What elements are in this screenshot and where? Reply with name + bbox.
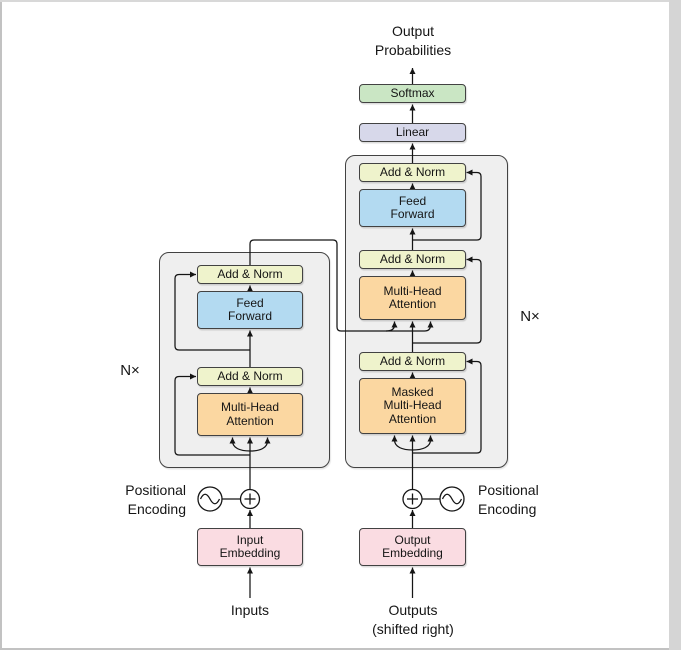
page-border-left <box>0 0 2 650</box>
add-norm-label: Add & Norm <box>217 368 283 383</box>
feed-forward-label: Forward <box>390 207 435 221</box>
sine-wave-icon-right <box>439 486 465 512</box>
encoder-add-norm-bottom-box: Add & Norm <box>197 367 303 386</box>
add-norm-label: Add & Norm <box>217 266 283 281</box>
decoder-multi-head-attention-box: Multi-Head Attention <box>359 276 466 320</box>
softmax-label: Softmax <box>390 85 435 100</box>
encoder-repeat-label: N× <box>120 362 140 379</box>
add-norm-label: Add & Norm <box>379 251 446 266</box>
masked-attention-label: Masked <box>391 384 434 399</box>
plus-circle-icon-right <box>402 488 423 510</box>
add-norm-label: Add & Norm <box>379 353 446 368</box>
attention-label: Attention <box>388 297 437 311</box>
linear-box: Linear <box>359 123 466 142</box>
embedding-label: Input <box>236 532 264 547</box>
decoder-add-norm-bottom-box: Add & Norm <box>359 352 466 371</box>
outputs-line: (shifted right) <box>372 621 454 637</box>
feed-forward-label: Feed <box>236 295 264 310</box>
encoder-add-norm-top-box: Add & Norm <box>197 265 303 284</box>
input-embedding-box: Input Embedding <box>197 528 303 566</box>
softmax-box: Softmax <box>359 84 466 103</box>
outputs-line: Outputs <box>388 602 438 618</box>
add-norm-label: Add & Norm <box>379 164 446 179</box>
positional-encoding-right-label: Positional Encoding <box>478 481 608 519</box>
outputs-label: Outputs (shifted right) <box>333 601 493 639</box>
masked-attention-label: Multi-Head <box>383 398 442 413</box>
output-probabilities-label: Output Probabilities <box>333 22 493 60</box>
positional-encoding-line: Encoding <box>127 501 186 517</box>
positional-encoding-left-label: Positional Encoding <box>56 481 186 519</box>
positional-encoding-line: Encoding <box>478 501 537 517</box>
attention-label: Attention <box>226 413 274 428</box>
masked-attention-label: Attention <box>388 411 437 426</box>
feed-forward-label: Feed <box>398 193 427 208</box>
decoder-add-norm-mid-box: Add & Norm <box>359 250 466 269</box>
output-embedding-box: Output Embedding <box>359 528 466 566</box>
page-border-top <box>0 0 681 2</box>
wire-group <box>174 68 482 598</box>
page-edge-strip-right <box>669 0 681 650</box>
embedding-label: Output <box>394 532 431 547</box>
decoder-add-norm-top-box: Add & Norm <box>359 163 466 182</box>
embedding-label: Embedding <box>219 546 281 560</box>
attention-label: Multi-Head <box>383 283 442 298</box>
output-probabilities-line: Probabilities <box>374 42 452 58</box>
inputs-label: Inputs <box>230 602 270 618</box>
encoder-multi-head-attention-box: Multi-Head Attention <box>197 393 303 436</box>
encoder-feed-forward-box: Feed Forward <box>197 291 303 329</box>
attention-label: Multi-Head <box>220 400 280 414</box>
feed-forward-label: Forward <box>227 309 272 323</box>
decoder-repeat-label: N× <box>520 308 540 325</box>
output-probabilities-line: Output <box>391 23 435 39</box>
sine-wave-icon-left <box>197 486 223 512</box>
plus-circle-icon-left <box>239 488 261 510</box>
positional-encoding-line: Positional <box>478 482 539 498</box>
positional-encoding-line: Positional <box>125 482 186 498</box>
page-border-bottom <box>0 648 681 650</box>
decoder-masked-attention-box: Masked Multi-Head Attention <box>359 378 466 434</box>
decoder-feed-forward-box: Feed Forward <box>359 189 466 227</box>
embedding-label: Embedding <box>382 546 443 560</box>
linear-label: Linear <box>395 124 430 139</box>
